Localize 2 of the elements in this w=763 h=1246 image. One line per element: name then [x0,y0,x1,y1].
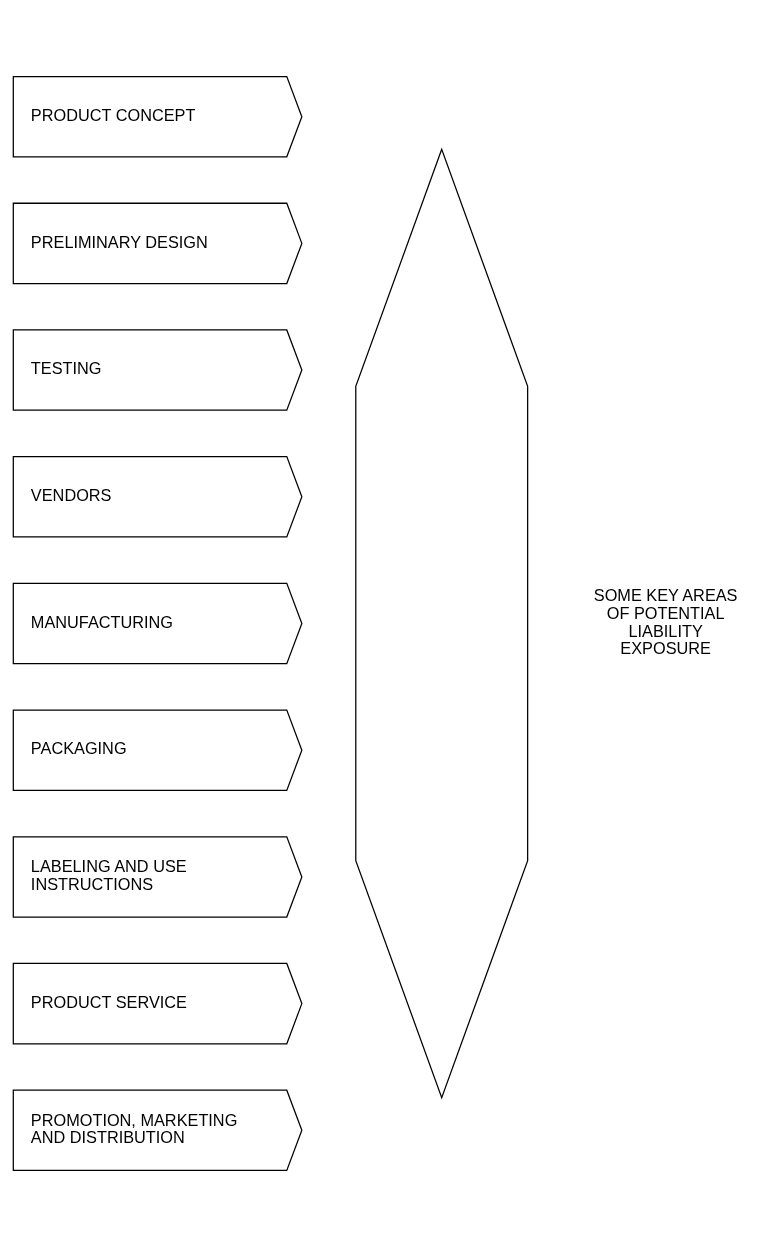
label: SOME KEY AREAS OF POTENTIAL LIABILITY EXPOSURE [593,585,738,657]
node-hexagon [355,146,529,1100]
